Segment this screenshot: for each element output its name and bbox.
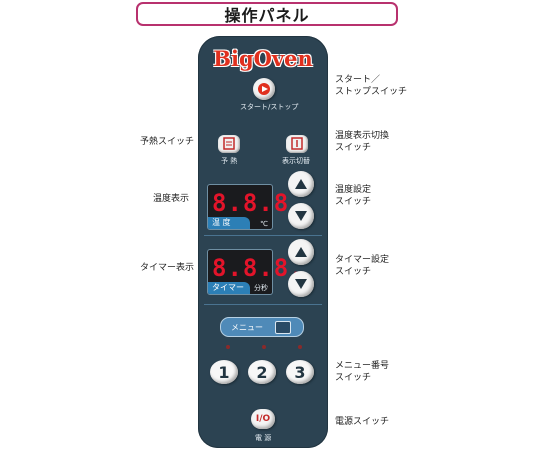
callout-start-stop: スタート／ ストップスイッチ bbox=[335, 75, 408, 97]
menu-icon bbox=[275, 321, 291, 334]
preheat-icon bbox=[223, 137, 235, 150]
celsius-unit: ℃ bbox=[260, 220, 268, 228]
menu-1-indicator bbox=[226, 345, 230, 349]
callout-timer-display: タイマー表示 bbox=[140, 263, 195, 273]
temperature-display: 8.8.8. 温 度 ℃ bbox=[207, 184, 304, 230]
temp-display-toggle-button[interactable] bbox=[286, 135, 308, 153]
timer-down-button[interactable] bbox=[288, 271, 314, 297]
preheat-button[interactable] bbox=[218, 135, 240, 153]
start-stop-label: スタート/ストップ bbox=[240, 103, 299, 111]
menu-number-1-button[interactable]: 1 bbox=[210, 360, 238, 384]
callout-temp-setting: 温度設定 スイッチ bbox=[335, 185, 372, 207]
minute-second-unit: 分秒 bbox=[254, 284, 268, 292]
temperature-label-bar: 温 度 bbox=[208, 217, 250, 229]
triangle-down-icon bbox=[295, 279, 307, 289]
triangle-up-icon bbox=[295, 179, 307, 189]
power-label: 電 源 bbox=[255, 434, 272, 442]
timer-label-bar: タイマー bbox=[208, 282, 250, 294]
callout-temp-display: 温度表示 bbox=[153, 194, 190, 204]
page-title: 操作パネル bbox=[224, 6, 310, 25]
timer-display: 8.8.8. タイマー 分秒 bbox=[207, 249, 304, 295]
menu-3-indicator bbox=[298, 345, 302, 349]
menu-number-3-button[interactable]: 3 bbox=[286, 360, 314, 384]
timer-label: タイマー bbox=[212, 283, 244, 292]
triangle-up-icon bbox=[295, 247, 307, 257]
brand-logo: BigOven bbox=[213, 46, 313, 71]
callout-preheat: 予熱スイッチ bbox=[140, 137, 195, 147]
control-panel: BigOven スタート/ストップ 予 熱 表示切替 8.8.8. 温 度 ℃ bbox=[198, 36, 328, 448]
callout-power: 電源スイッチ bbox=[335, 417, 390, 427]
callout-menu-number: メニュー番号 スイッチ bbox=[335, 361, 390, 383]
temp-display-toggle-label: 表示切替 bbox=[282, 157, 310, 165]
power-symbol: I/O bbox=[255, 414, 271, 424]
menu-2-indicator bbox=[262, 345, 266, 349]
timer-up-button[interactable] bbox=[288, 239, 314, 265]
power-button[interactable]: I/O bbox=[251, 409, 275, 429]
start-stop-button[interactable] bbox=[253, 78, 275, 100]
callout-temp-display-toggle: 温度表示切換 スイッチ bbox=[335, 131, 390, 153]
triangle-down-icon bbox=[295, 211, 307, 221]
divider bbox=[204, 235, 322, 236]
start-stop-icon bbox=[258, 83, 270, 95]
preheat-label: 予 熱 bbox=[221, 157, 238, 165]
panel-title-box: 操作パネル bbox=[136, 2, 398, 26]
divider bbox=[204, 304, 322, 305]
temperature-label: 温 度 bbox=[212, 218, 231, 227]
temp-down-button[interactable] bbox=[288, 203, 314, 229]
menu-button[interactable]: メニュー bbox=[220, 317, 304, 337]
thermometer-icon bbox=[291, 137, 303, 150]
menu-number-2-button[interactable]: 2 bbox=[248, 360, 276, 384]
callout-timer-setting: タイマー設定 スイッチ bbox=[335, 255, 390, 277]
temp-up-button[interactable] bbox=[288, 171, 314, 197]
menu-label: メニュー bbox=[231, 322, 263, 332]
